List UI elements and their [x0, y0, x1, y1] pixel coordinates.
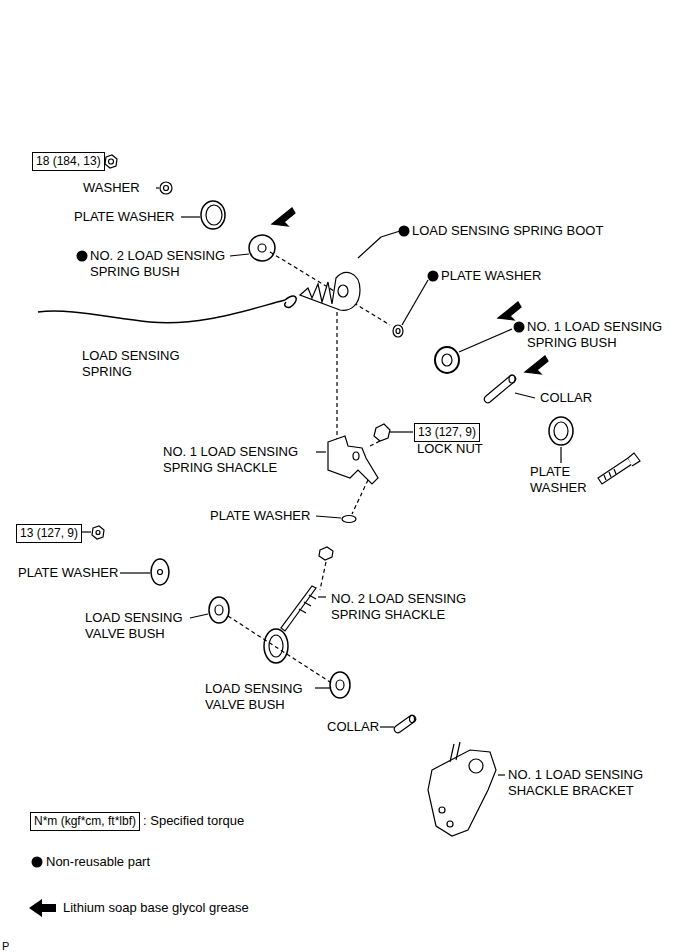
legend-torque-box: N*m (kgf*cm, ft*lbf): [30, 812, 140, 831]
torque-value: 13 (127, 9): [20, 526, 78, 540]
part-name: NO. 1 LOAD SENSING SPRING SHACKLE: [163, 444, 313, 476]
part-name: LOCK NUT: [417, 441, 483, 457]
part-name: LOAD SENSING VALVE BUSH: [205, 681, 345, 713]
legend-text: Non-reusable part: [46, 854, 150, 870]
part-name: NO. 1 LOAD SENSING SHACKLE BRACKET: [508, 767, 658, 799]
part-name: NO. 2 LOAD SENSING SPRING SHACKLE: [331, 591, 481, 623]
torque-value: 13 (127, 9): [418, 425, 476, 439]
torque-box: 13 (127, 9): [414, 423, 480, 442]
part-name: COLLAR: [540, 390, 592, 406]
torque-box: 13 (127, 9): [16, 524, 82, 543]
torque-value: N*m (kgf*cm, ft*lbf): [34, 814, 136, 828]
part-name: PLATE WASHER: [18, 565, 118, 581]
page-code: P: [2, 938, 9, 952]
legend-text: : Specified torque: [143, 813, 244, 829]
legend-text: Lithium soap base glycol grease: [63, 900, 249, 916]
part-name: NO. 1 LOAD SENSING SPRING BUSH: [527, 319, 677, 351]
part-name: LOAD SENSING VALVE BUSH: [85, 610, 225, 642]
part-name: PLATE WASHER: [210, 508, 310, 524]
torque-box: 18 (184, 13): [32, 152, 105, 171]
part-name: NO. 2 LOAD SENSING SPRING BUSH: [90, 248, 240, 280]
part-name: LOAD SENSING SPRING BOOT: [412, 223, 603, 239]
part-name: LOAD SENSING SPRING: [82, 348, 202, 380]
part-name: PLATE WASHER: [441, 268, 541, 284]
part-name: WASHER: [83, 180, 140, 196]
torque-value: 18 (184, 13): [36, 154, 101, 168]
part-name: COLLAR: [327, 719, 379, 735]
part-name: PLATE WASHER: [530, 464, 600, 496]
part-name: PLATE WASHER: [74, 209, 174, 225]
